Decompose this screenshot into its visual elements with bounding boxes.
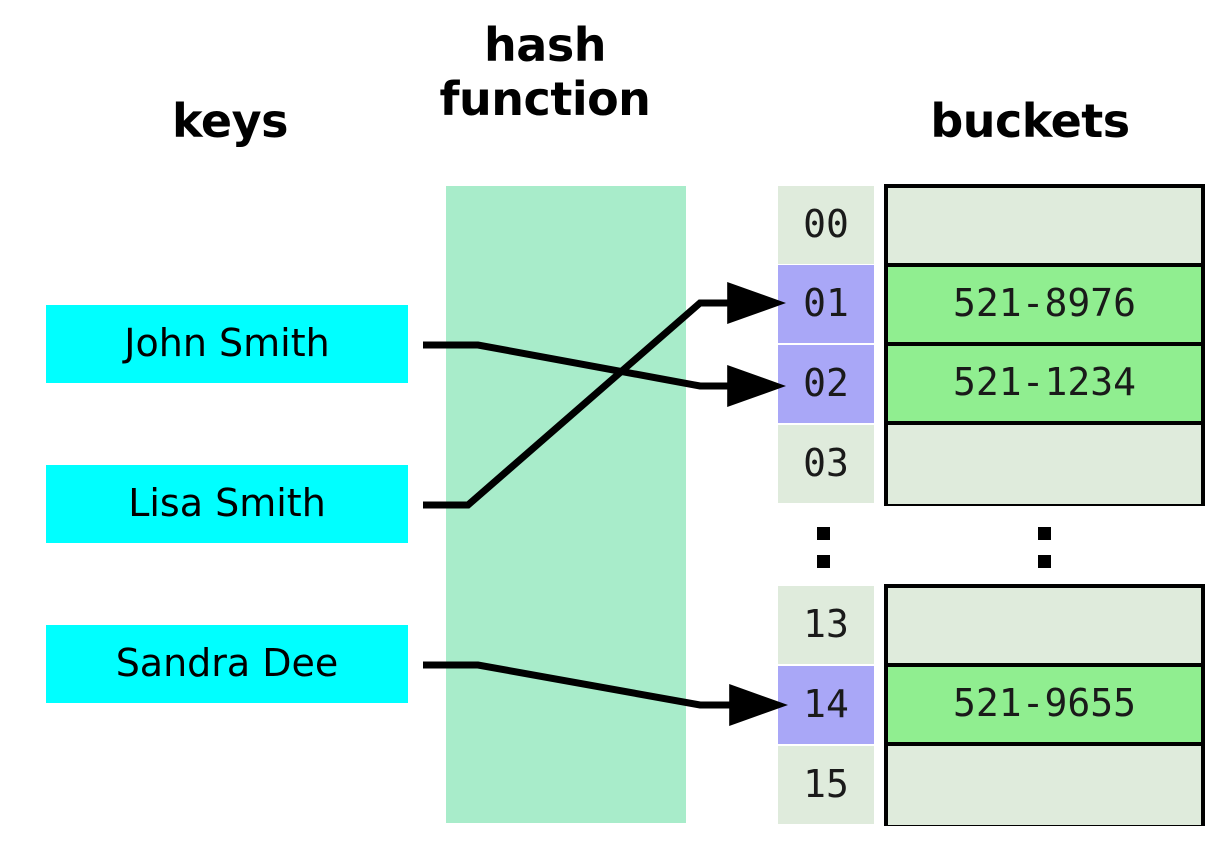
bucket-row-03 xyxy=(888,425,1201,504)
index-cell-01: 01 xyxy=(778,265,874,343)
bucket-row-00 xyxy=(888,188,1201,267)
index-cell-00: 00 xyxy=(778,186,874,264)
bucket-row-14: 521-9655 xyxy=(888,667,1201,746)
buckets-column-heading: buckets xyxy=(930,94,1130,148)
index-cell-14: 14 xyxy=(778,666,874,744)
bucket-row-13 xyxy=(888,588,1201,667)
key-box-john-smith: John Smith xyxy=(46,305,408,383)
key-box-lisa-smith: Lisa Smith xyxy=(46,465,408,543)
bucket-value-02: 521-1234 xyxy=(952,360,1137,404)
index-cell-02: 02 xyxy=(778,345,874,423)
index-cell-13: 13 xyxy=(778,586,874,664)
index-cell-03: 03 xyxy=(778,425,874,503)
bucket-group-top: 521-8976 521-1234 xyxy=(884,184,1205,506)
bucket-group-bottom: 521-9655 xyxy=(884,584,1205,826)
key-box-sandra-dee: Sandra Dee xyxy=(46,625,408,703)
index-ellipsis-icon xyxy=(817,527,831,573)
hash-function-band xyxy=(446,186,686,823)
bucket-value-14: 521-9655 xyxy=(952,681,1137,725)
bucket-row-02: 521-1234 xyxy=(888,346,1201,425)
bucket-value-01: 521-8976 xyxy=(952,281,1137,325)
bucket-row-01: 521-8976 xyxy=(888,267,1201,346)
hash-function-column-heading: hash function xyxy=(439,18,651,126)
keys-column-heading: keys xyxy=(172,94,288,148)
bucket-row-15 xyxy=(888,746,1201,825)
index-cell-15: 15 xyxy=(778,746,874,824)
bucket-ellipsis-icon xyxy=(1038,527,1052,573)
